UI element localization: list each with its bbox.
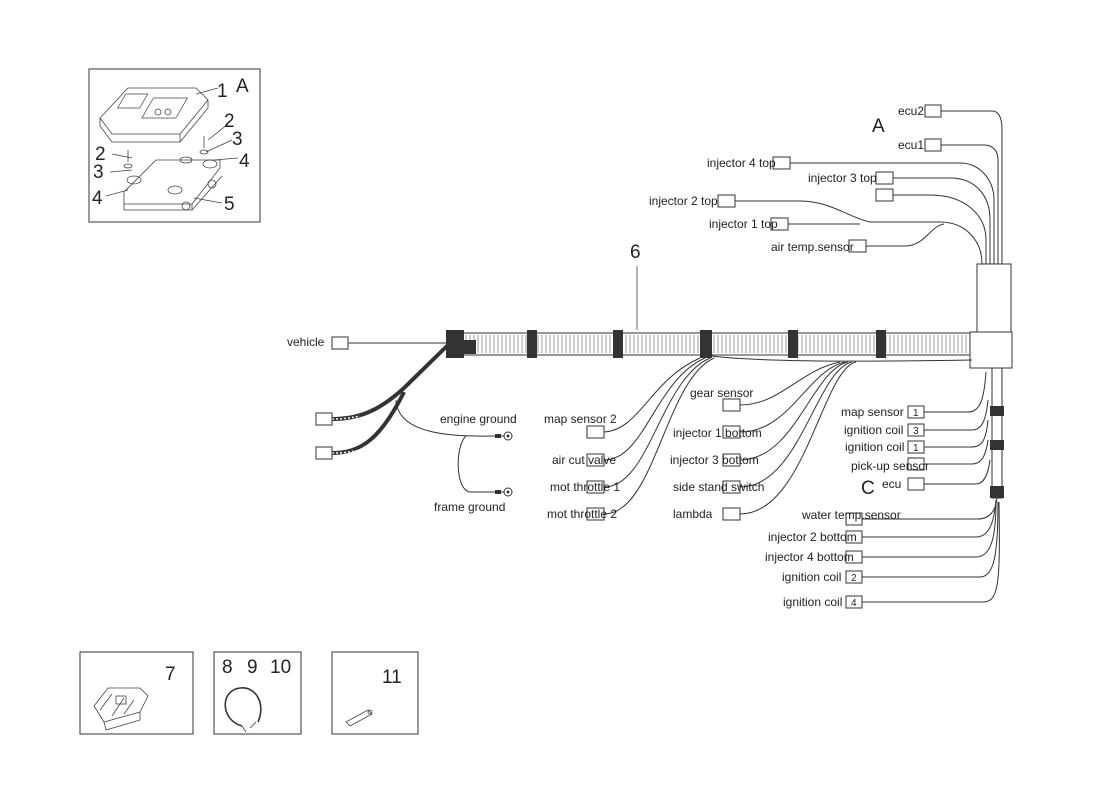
ref-c: C — [861, 478, 875, 499]
side-stand-switch-connector — [722, 480, 741, 494]
ignition-coil-2-connector — [845, 570, 863, 584]
label-ecu: ecu — [882, 477, 901, 491]
part-11-box — [331, 651, 419, 735]
label-side-stand-switch: side stand switch — [673, 480, 764, 494]
label-ecu2: ecu2 — [898, 104, 924, 118]
inset-callout-2b: 2 — [95, 144, 106, 165]
label-injector-4-top: injector 4 top — [707, 156, 776, 170]
injector-1-bottom-connector — [722, 425, 741, 439]
map-sensor-2-connector — [586, 425, 605, 439]
left-connector-upper — [315, 412, 333, 426]
part-7-number: 7 — [165, 664, 176, 685]
label-ignition-coil-3: ignition coil — [844, 423, 903, 437]
label-injector-1-top: injector 1 top — [709, 217, 778, 231]
label-map-sensor-num: 1 — [913, 408, 919, 419]
part-8-9-10-box — [213, 651, 302, 735]
inset-callout-4b: 4 — [92, 188, 103, 209]
label-engine-ground: engine ground — [440, 412, 517, 426]
label-injector-4-bottom: injector 4 bottom — [765, 550, 854, 564]
injector-2-top-connector — [717, 194, 736, 208]
vehicle-connector — [331, 336, 349, 350]
label-ecu1: ecu1 — [898, 138, 924, 152]
top-branches — [735, 110, 1003, 265]
air-cut-valve-connector — [586, 453, 605, 467]
mot-throttle-2-connector — [586, 507, 605, 521]
label-injector-3-bottom: injector 3 bottom — [670, 453, 759, 467]
label-injector-2-bottom: injector 2 bottom — [768, 530, 857, 544]
inset-callout-2a: 2 — [224, 111, 235, 132]
part-9-number: 9 — [247, 657, 258, 678]
air-temp-sensor-connector — [848, 239, 867, 253]
injector-2-bottom-connector — [845, 530, 863, 544]
ref-a: A — [872, 116, 885, 137]
label-map-sensor: map sensor — [841, 405, 904, 419]
inset-callout-4a: 4 — [239, 151, 250, 172]
label-mot-throttle-2: mot throttle 2 — [547, 507, 617, 521]
mot-throttle-1-connector — [586, 480, 605, 494]
label-ignition-coil-2: ignition coil — [782, 570, 841, 584]
label-ignition-coil-3-num: 3 — [913, 426, 919, 437]
ecu1-connector — [924, 138, 942, 152]
left-connector-lower — [315, 446, 333, 460]
injector-4-bottom-connector — [845, 550, 863, 564]
label-air-cut-valve: air cut valve — [552, 453, 616, 467]
ignition-coil-4-connector — [845, 595, 863, 609]
inset-callout-1: 1 — [217, 81, 228, 102]
injector-3-bottom-connector — [722, 453, 741, 467]
label-injector-2-top: injector 2 top — [649, 194, 718, 208]
label-frame-ground: frame ground — [434, 500, 505, 514]
inset-ref-a: A — [236, 76, 249, 97]
gear-sensor-connector — [722, 398, 741, 412]
label-injector-1-bottom: injector 1 bottom — [673, 426, 762, 440]
inset-callout-3a: 3 — [232, 129, 243, 150]
water-temp-sensor-connector — [845, 512, 863, 526]
part-10-number: 10 — [270, 657, 291, 678]
injector-3-top-connector — [875, 171, 894, 185]
label-ignition-coil-2-num: 2 — [851, 573, 857, 584]
injector-1-top-connector — [770, 217, 789, 231]
part-8-number: 8 — [222, 657, 233, 678]
ecu2-connector — [924, 104, 942, 118]
middle-branches — [603, 357, 857, 515]
label-mot-throttle-1: mot throttle 1 — [550, 480, 620, 494]
label-injector-3-top: injector 3 top — [808, 171, 877, 185]
label-pickup-sensor: pick-up sensor — [851, 459, 929, 473]
right-down-branches — [862, 367, 1004, 603]
ignition-coil-1-connector — [907, 440, 925, 454]
left-branches — [331, 342, 513, 497]
inset-callout-5: 5 — [224, 194, 235, 215]
harness-number: 6 — [630, 242, 641, 263]
pickup-sensor-connector — [907, 457, 925, 471]
spare-top-connector — [875, 188, 894, 202]
ecu-c-connector — [907, 477, 925, 491]
lambda-connector — [722, 507, 741, 521]
ecu-inset — [88, 68, 261, 223]
inset-callout-3b: 3 — [93, 162, 104, 183]
label-ignition-coil-1: ignition coil — [845, 440, 904, 454]
label-water-temp-sensor: water temp.sensor — [801, 508, 901, 522]
label-ignition-coil-4-num: 4 — [851, 598, 857, 609]
label-ignition-coil-4: ignition coil — [783, 595, 842, 609]
label-ignition-coil-1-num: 1 — [913, 443, 919, 454]
main-harness-trunk — [446, 263, 1013, 369]
label-vehicle: vehicle — [287, 335, 325, 349]
map-sensor-connector — [907, 405, 925, 419]
ignition-coil-3-connector — [907, 423, 925, 437]
label-lambda: lambda — [673, 507, 713, 521]
part-7-box — [79, 651, 194, 735]
label-gear-sensor: gear sensor — [690, 386, 753, 400]
injector-4-top-connector — [772, 156, 791, 170]
part-11-number: 11 — [382, 667, 402, 688]
label-air-temp-sensor: air temp.sensor — [771, 240, 854, 254]
label-map-sensor-2: map sensor 2 — [544, 412, 617, 426]
